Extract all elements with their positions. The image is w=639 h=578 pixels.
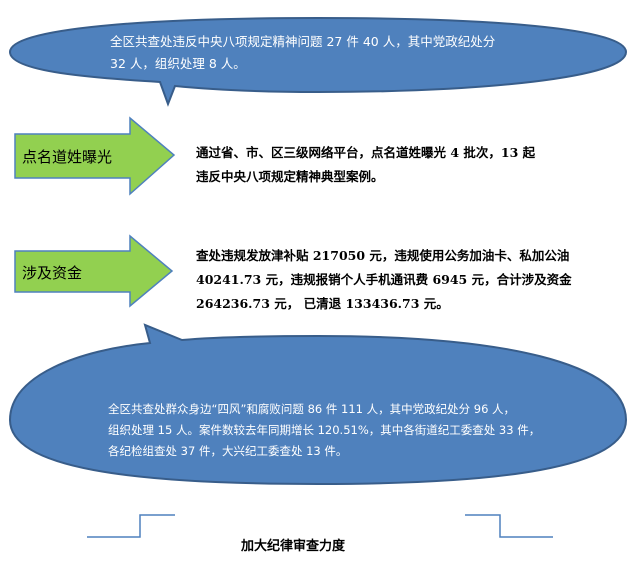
- bracket-right: [465, 514, 553, 538]
- funds-text-line1: 查处违规发放津补贴 217050 元，违规使用公务加油卡、私加公油: [196, 248, 570, 263]
- top-callout-bubble: [8, 16, 628, 107]
- bottom-callout-line2: 组织处理 15 人。案件数较去年同期增长 120.51%，其中各街道纪工委查处 …: [108, 423, 541, 437]
- exposure-text-line2: 违反中央八项规定精神典型案例。: [196, 169, 384, 184]
- arrow-shape-2: [14, 234, 174, 308]
- exposure-text-line1: 通过省、市、区三级网络平台，点名道姓曝光 4 批次，13 起: [196, 145, 536, 160]
- funds-text: 查处违规发放津补贴 217050 元，违规使用公务加油卡、私加公油 40241.…: [196, 244, 632, 316]
- bottom-callout-text: 全区共查处群众身边“四风”和腐败问题 86 件 111 人，其中党政纪处分 96…: [108, 399, 618, 462]
- arrow-label-exposure: 点名道姓曝光: [22, 148, 113, 166]
- caption-title: 加大纪律审查力度: [241, 539, 346, 554]
- top-callout-text: 全区共查处违反中央八项规定精神问题 27 件 40 人，其中党政纪处分 32 人…: [110, 31, 610, 75]
- bottom-callout-bubble: [8, 323, 628, 486]
- bottom-callout-line3: 各纪检组查处 37 件，大兴纪工委查处 13 件。: [108, 444, 348, 458]
- funds-text-line3: 264236.73 元， 已清退 133436.73 元。: [196, 296, 449, 311]
- arrow-label-funds: 涉及资金: [22, 264, 83, 282]
- bracket-left: [87, 514, 175, 538]
- arrow-shape-1: [14, 116, 176, 196]
- top-callout-line1: 全区共查处违反中央八项规定精神问题 27 件 40 人，其中党政纪处分: [110, 34, 496, 49]
- exposure-text: 通过省、市、区三级网络平台，点名道姓曝光 4 批次，13 起 违反中央八项规定精…: [196, 141, 626, 189]
- funds-text-line2: 40241.73 元，违规报销个人手机通讯费 6945 元，合计涉及资金: [196, 272, 572, 287]
- bottom-callout-line1: 全区共查处群众身边“四风”和腐败问题 86 件 111 人，其中党政纪处分 96…: [108, 402, 516, 416]
- top-callout-line2: 32 人，组织处理 8 人。: [110, 56, 246, 71]
